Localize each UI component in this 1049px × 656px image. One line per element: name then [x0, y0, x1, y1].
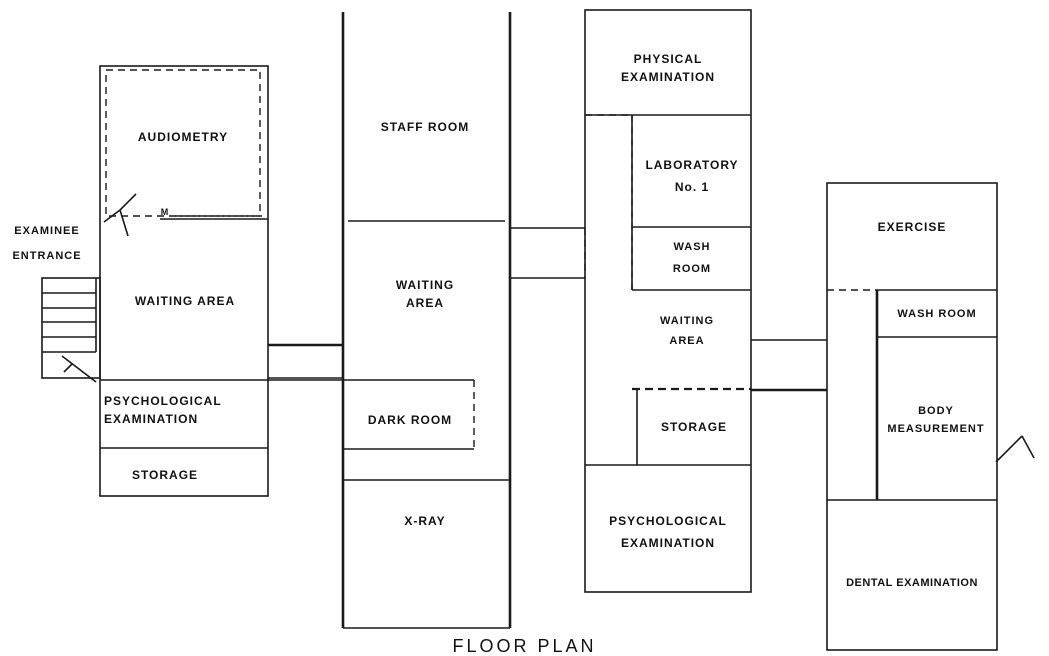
psychological-examination-1-line2: EXAMINATION [104, 412, 199, 426]
waiting-area-2-line2: AREA [405, 296, 444, 310]
room-staff-room-label: STAFF ROOM [380, 120, 470, 134]
entrance-stairs [41, 277, 101, 379]
building-4-walls [826, 182, 998, 651]
waiting-area-2-line1: WAITING [395, 278, 455, 292]
room-laboratory-label: LABORATORY No. 1 [636, 156, 748, 196]
psychological-examination-2-line2: EXAMINATION [620, 536, 716, 550]
psychological-examination-1-line1: PSYCHOLOGICAL [104, 394, 222, 408]
room-wash-room-2-label: WASH ROOM [897, 308, 977, 320]
physical-examination-line1: PHYSICAL [633, 52, 703, 66]
room-waiting-area-1-label: WAITING AREA [134, 294, 236, 308]
laboratory-line1: LABORATORY [645, 158, 739, 172]
waiting-area-3-line2: AREA [669, 335, 705, 347]
room-body-measurement-label: BODY MEASUREMENT [880, 402, 992, 438]
examinee-entrance-line1: EXAMINEE [14, 225, 80, 237]
building-3-walls [584, 9, 827, 593]
room-wash-room-1-label: WASH ROOM [636, 238, 748, 278]
physical-examination-line2: EXAMINATION [620, 70, 716, 84]
wash-room-1-line1: WASH [673, 241, 711, 253]
laboratory-line2: No. 1 [674, 180, 710, 194]
room-storage-1-label: STORAGE [131, 468, 199, 482]
room-waiting-area-3-label: WAITING AREA [632, 312, 742, 350]
examinee-entrance-line2: ENTRANCE [12, 250, 82, 262]
room-psychological-examination-2-label: PSYCHOLOGICAL EXAMINATION [588, 512, 748, 552]
building-2-walls [100, 12, 586, 629]
room-dental-examination-label: DENTAL EXAMINATION [846, 577, 978, 589]
room-storage-2-label: STORAGE [660, 420, 728, 434]
room-waiting-area-2-label: WAITING AREA [355, 276, 495, 312]
diagram-title: FLOOR PLAN [452, 636, 597, 656]
room-exercise-label: EXERCISE [877, 220, 947, 234]
door-swings [61, 193, 1035, 463]
room-audiometry-label: AUDIOMETRY [137, 130, 229, 144]
room-dark-room-label: DARK ROOM [367, 413, 453, 427]
body-measurement-line1: BODY [918, 405, 954, 417]
waiting-area-3-line1: WAITING [659, 315, 715, 327]
body-measurement-line2: MEASUREMENT [887, 423, 985, 435]
room-x-ray-label: X-RAY [404, 514, 446, 528]
examinee-entrance-label: EXAMINEE ENTRANCE [4, 222, 90, 265]
room-psychological-examination-1-label: PSYCHOLOGICAL EXAMINATION [104, 392, 266, 428]
building-1-walls [99, 65, 343, 497]
wash-room-1-line2: ROOM [672, 263, 712, 275]
psychological-examination-2-line1: PSYCHOLOGICAL [609, 514, 727, 528]
room-physical-examination-label: PHYSICAL EXAMINATION [590, 50, 746, 86]
m-marker-label: M [160, 207, 170, 217]
